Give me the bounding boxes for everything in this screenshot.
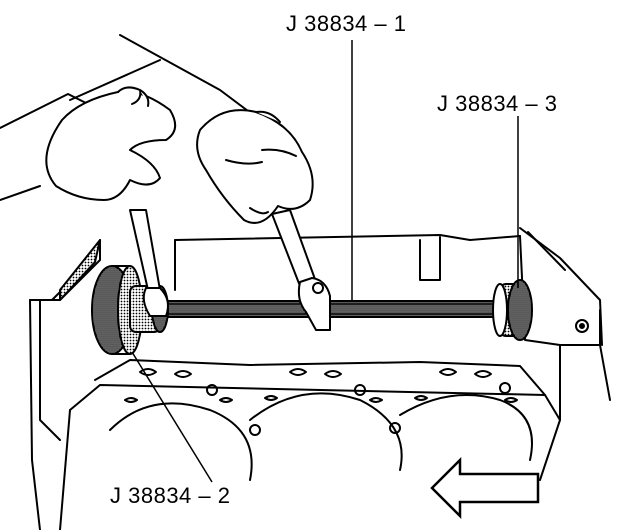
callout-screw-assembly: J 38834 – 1 xyxy=(286,11,407,36)
block-edge-shading xyxy=(60,240,100,300)
callout-left-bushing: J 38834 – 2 xyxy=(110,483,231,508)
left-arrow-icon xyxy=(432,460,538,516)
right-bushing xyxy=(493,280,532,340)
technician-hands xyxy=(0,35,330,330)
engine-block xyxy=(30,228,610,530)
leader-lines xyxy=(132,40,518,482)
leader-line-left-bushing xyxy=(132,352,212,482)
callout-right-bushing: J 38834 – 3 xyxy=(437,91,558,116)
left-bushing xyxy=(92,266,168,354)
